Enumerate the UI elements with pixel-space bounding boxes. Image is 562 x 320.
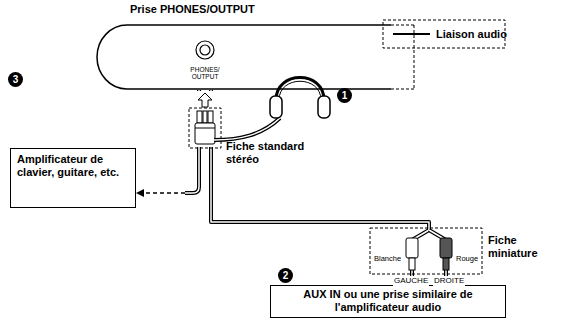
plug-frame: [189, 108, 221, 148]
arrowhead: [136, 189, 144, 197]
keyboard-body: PHONES/ OUTPUT: [95, 24, 415, 90]
legend-sample: [393, 33, 430, 35]
plug-label: Fiche standard stéréo: [226, 140, 318, 166]
channel-label: GAUCHE: [393, 276, 429, 286]
jack-hole: [200, 45, 210, 55]
box-text: Amplificateur de clavier, guitare, etc.: [17, 153, 129, 179]
legend-text: Liaison audio: [436, 28, 507, 41]
stereo-plug: [195, 111, 215, 144]
insert-arrow: [198, 93, 212, 107]
box-text: AUX IN ou une prise similaire de l'ampli…: [277, 288, 499, 314]
plug-label: Fiche miniature: [488, 234, 558, 260]
miniplug-frame: [370, 228, 482, 274]
callout-number: 1: [337, 88, 352, 103]
callout-number: 3: [8, 72, 23, 87]
plug-color: Blanche: [373, 254, 402, 263]
mini-plugs: [406, 238, 452, 270]
callout-number: 2: [278, 268, 293, 283]
plug-color: Rouge: [455, 254, 479, 263]
jack-title: Prise PHONES/OUTPUT: [130, 3, 290, 16]
headphones: [270, 78, 330, 119]
jack-label: PHONES/ OUTPUT: [186, 66, 224, 80]
amplifier-box: Amplificateur de clavier, guitare, etc.: [10, 148, 136, 208]
headphone-cable: [214, 118, 280, 140]
aux-in-box: AUX IN ou une prise similaire de l'ampli…: [270, 285, 506, 318]
audio-cable: [211, 90, 446, 285]
jack: [196, 41, 214, 59]
channel-label: DROITE: [433, 276, 465, 286]
keyboard-outline: [95, 24, 415, 90]
